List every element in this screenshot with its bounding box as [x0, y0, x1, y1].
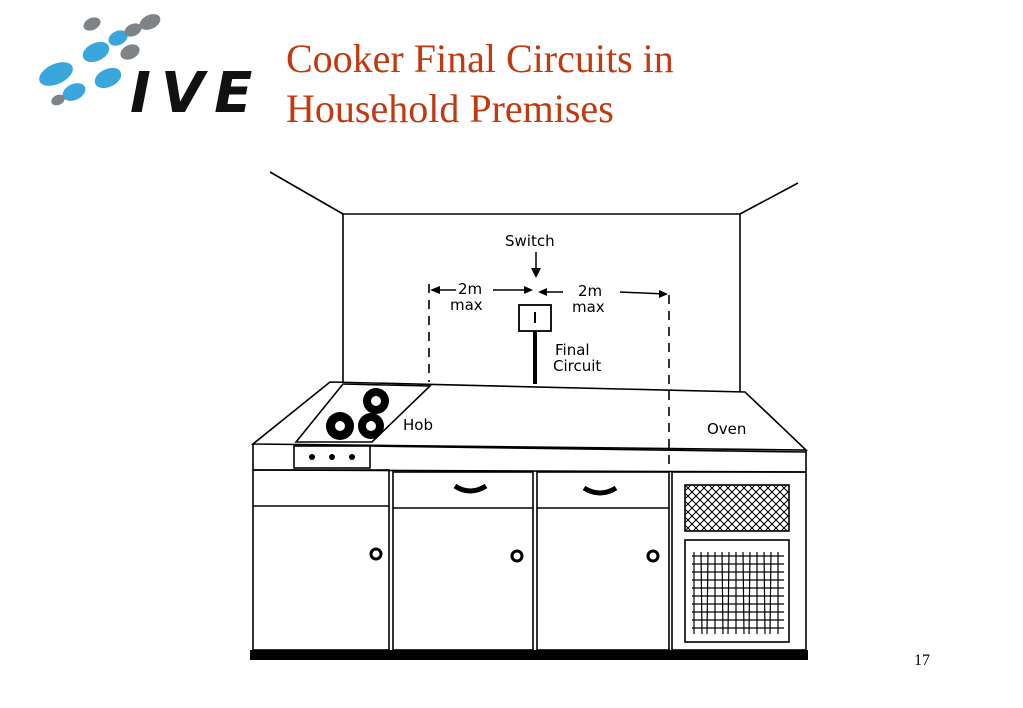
- hob-label: Hob: [403, 416, 433, 434]
- left-max-label: max: [450, 296, 483, 314]
- final-label: Final: [555, 341, 590, 359]
- hob-panel: [294, 383, 432, 443]
- floor-plinth: [250, 650, 808, 660]
- ceiling-line-right: [739, 182, 799, 215]
- switch-label: Switch: [505, 232, 555, 250]
- oven-door: [684, 539, 790, 643]
- door-knob-left: [369, 547, 383, 561]
- door-knob-middle: [510, 549, 524, 563]
- circuit-label: Circuit: [553, 357, 601, 375]
- drawer-handle-right: [582, 485, 618, 496]
- title-line-2: Household Premises: [286, 86, 614, 131]
- logo-dots: [39, 14, 161, 106]
- oven-label: Oven: [707, 420, 746, 438]
- control-knobs: [309, 454, 355, 460]
- cabinet-left: [252, 469, 390, 651]
- page-number: 17: [914, 652, 930, 669]
- control-panel: [293, 445, 371, 469]
- right-distance-label: 2m: [578, 282, 602, 300]
- door-knob-right: [646, 549, 660, 563]
- right-max-label: max: [572, 298, 605, 316]
- cabinet-middle: [392, 471, 534, 651]
- ceiling-line-left: [269, 171, 344, 215]
- slide-title: Cooker Final Circuits in Household Premi…: [286, 34, 846, 134]
- left-distance-label: 2m: [458, 280, 482, 298]
- oven-grille: [684, 484, 790, 532]
- ive-logo: IVE: [18, 10, 258, 122]
- oven-door-grid: [692, 551, 784, 635]
- title-line-1: Cooker Final Circuits in: [286, 36, 674, 81]
- logo-text: IVE: [130, 61, 263, 126]
- grille-hatch: [685, 485, 789, 531]
- drawer-handle-middle: [453, 483, 488, 494]
- hob-rings: [326, 388, 389, 440]
